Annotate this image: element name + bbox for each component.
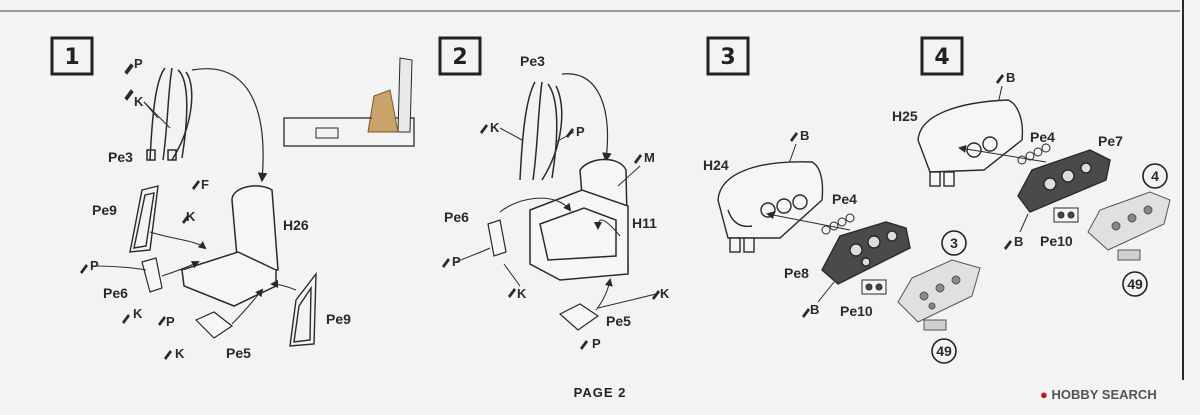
watermark-logo-icon: ● (1040, 387, 1048, 402)
callout-4-number: 4 (1151, 168, 1159, 184)
brush-icon (790, 132, 810, 318)
callout-3-number: 3 (950, 235, 958, 251)
part-pe6 (487, 219, 507, 257)
label-k: K (490, 120, 500, 135)
label-h26: H26 (283, 217, 309, 233)
parts-pe4-rings (1017, 143, 1051, 165)
seat-reference-diagram (283, 57, 415, 147)
step-1-number: 1 (64, 45, 79, 70)
step-3: 3 B H24 Pe4 (703, 36, 981, 364)
step-3-badge: 3 (706, 36, 750, 76)
seat-h11 (529, 158, 629, 281)
step-3-number: 3 (720, 45, 735, 70)
label-p-3: P (592, 336, 601, 351)
label-pe5: Pe5 (226, 345, 251, 361)
gunsight-h25 (917, 99, 1024, 187)
gunsight-h24 (717, 161, 824, 253)
label-pe4: Pe4 (1030, 129, 1055, 145)
label-h24: H24 (703, 157, 729, 173)
instruction-drawing: 1 P K Pe3 (50, 36, 1171, 364)
parts-pe4-rings (821, 213, 855, 235)
brush-icon (996, 74, 1012, 250)
decal-dials-3 (897, 259, 981, 331)
label-pe10: Pe10 (840, 303, 873, 319)
label-p: P (576, 124, 585, 139)
part-pe5 (558, 303, 600, 331)
frame-pe9-right (289, 271, 317, 347)
label-pe7: Pe7 (1098, 133, 1123, 149)
label-b: B (800, 128, 809, 143)
brush-icon (124, 63, 134, 101)
instrument-panel-pe8 (821, 221, 911, 285)
step-1-badge: 1 (50, 36, 94, 76)
part-pe10 (861, 279, 887, 295)
right-border (1182, 0, 1184, 380)
label-b-2: B (1014, 234, 1023, 249)
step-4: 4 B H25 Pe4 Pe7 (892, 36, 1171, 297)
part-pe6 (141, 257, 163, 293)
watermark: ● HOBBY SEARCH (1040, 387, 1157, 402)
label-pe4: Pe4 (832, 191, 857, 207)
label-p-2: P (90, 258, 99, 273)
label-k-4: K (175, 346, 185, 361)
watermark-text: HOBBY SEARCH (1051, 387, 1157, 402)
label-k-2: K (186, 209, 196, 224)
frame-pe9-left (129, 185, 159, 253)
label-p-3: P (166, 314, 175, 329)
callout-3: 3 (941, 230, 967, 256)
top-rule (0, 10, 1180, 12)
label-b-2: B (810, 302, 819, 317)
step-1: 1 P K Pe3 (50, 36, 415, 361)
harness-straps-pe3 (519, 81, 563, 181)
label-f: F (201, 177, 209, 192)
label-k: K (134, 94, 144, 109)
label-pe6: Pe6 (444, 209, 469, 225)
part-pe10 (1053, 207, 1079, 223)
label-m: M (644, 150, 655, 165)
label-pe3: Pe3 (520, 53, 545, 69)
label-h25: H25 (892, 108, 918, 124)
label-pe10: Pe10 (1040, 233, 1073, 249)
label-pe8: Pe8 (784, 265, 809, 281)
instrument-panel-pe7 (1017, 149, 1111, 213)
label-p: P (134, 56, 143, 71)
decal-dials-4 (1087, 191, 1171, 261)
step-2-badge: 2 (438, 36, 482, 76)
callout-49-number: 49 (936, 343, 952, 359)
label-pe5: Pe5 (606, 313, 631, 329)
page-number: PAGE 2 (573, 385, 627, 400)
seat-h26 (179, 185, 279, 307)
label-k-2: K (517, 286, 527, 301)
callout-49-number: 49 (1127, 276, 1143, 292)
callout-49: 49 (931, 338, 957, 364)
label-pe3: Pe3 (108, 149, 133, 165)
label-pe9-right: Pe9 (326, 311, 351, 327)
step-2: 2 Pe3 K P M (438, 36, 670, 351)
brush-icon (80, 180, 200, 360)
callout-49: 49 (1122, 271, 1148, 297)
harness-straps-pe3 (146, 67, 193, 161)
label-h11: H11 (632, 215, 657, 231)
part-pe5 (194, 311, 234, 339)
label-pe9-left: Pe9 (92, 202, 117, 218)
step-4-number: 4 (934, 45, 949, 70)
label-b: B (1006, 70, 1015, 85)
label-p-2: P (452, 254, 461, 269)
step-2-number: 2 (452, 45, 467, 70)
callout-4: 4 (1142, 163, 1168, 189)
label-k-3: K (660, 286, 670, 301)
label-k-3: K (133, 306, 143, 321)
label-pe6: Pe6 (103, 285, 128, 301)
step-4-badge: 4 (920, 36, 964, 76)
